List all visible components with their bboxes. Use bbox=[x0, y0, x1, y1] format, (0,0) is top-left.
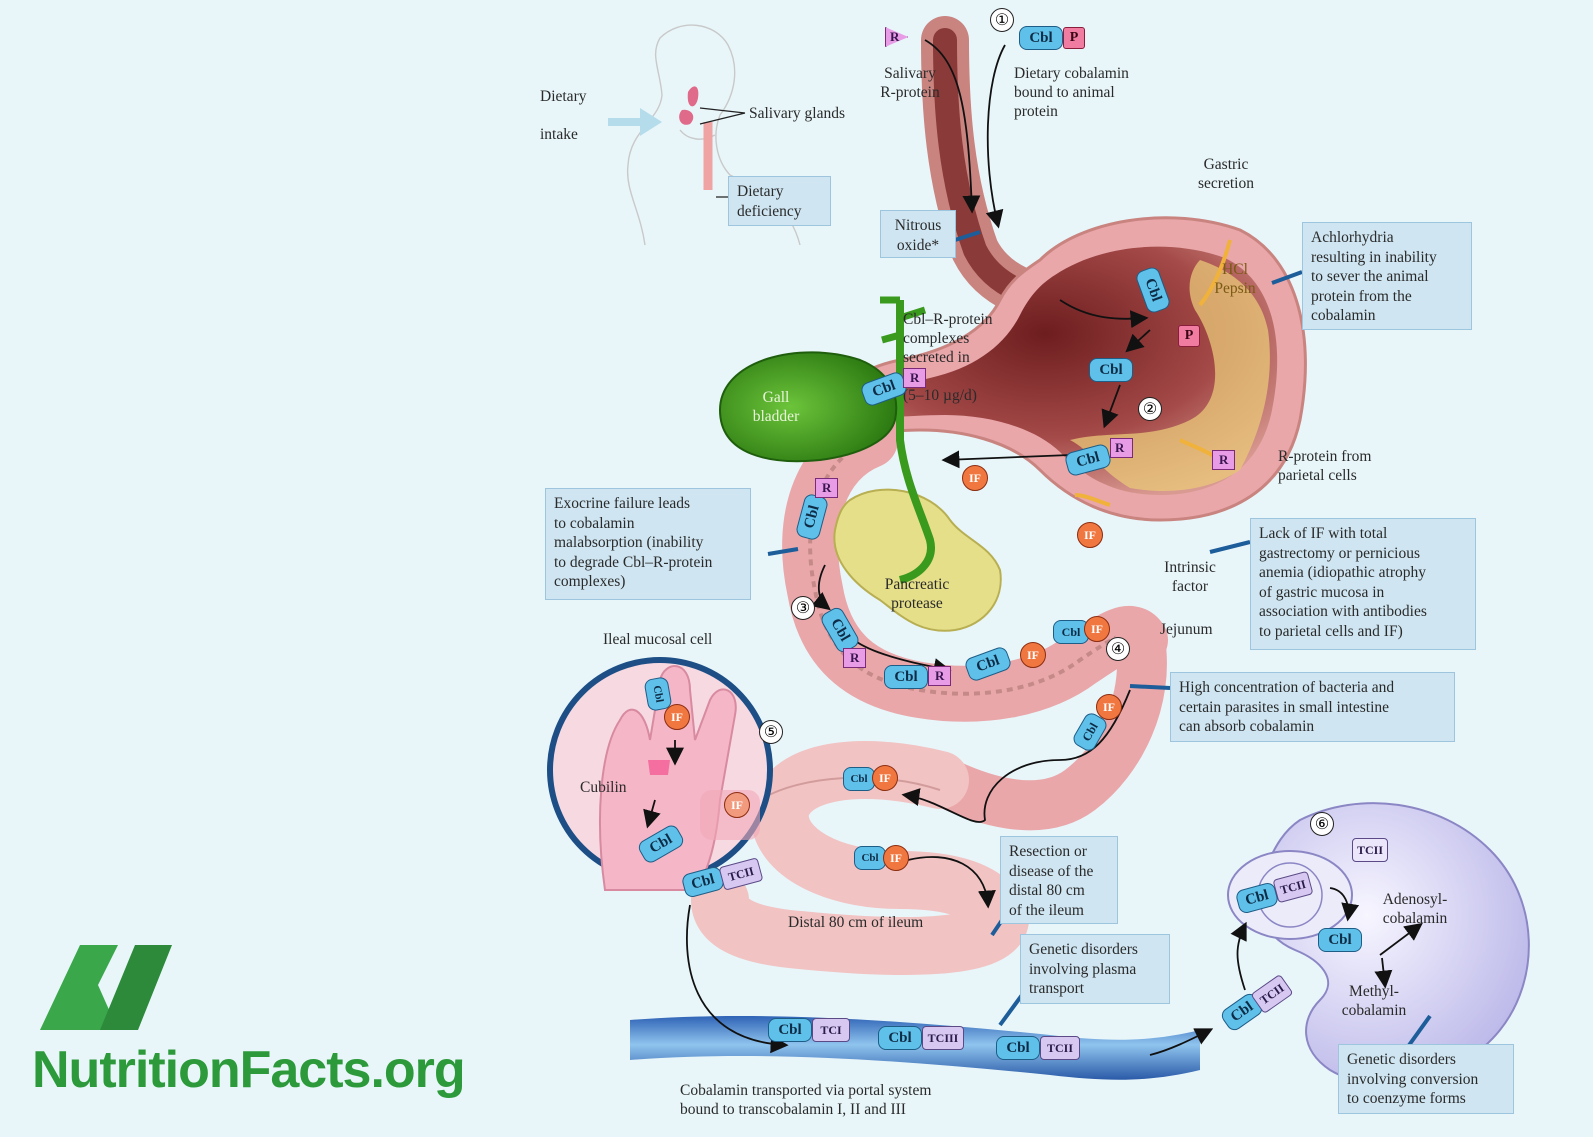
cbl-tag: Cbl bbox=[1318, 928, 1362, 952]
hcl-pepsin-label: HCl Pepsin bbox=[1202, 260, 1268, 298]
r-protein-tag: R bbox=[843, 648, 866, 668]
if-tag: IF bbox=[872, 765, 898, 791]
cell-6 bbox=[1258, 803, 1529, 1084]
salivary-glands-shape bbox=[679, 86, 698, 124]
high-concentration-box: High concentration of bacteria and certa… bbox=[1170, 672, 1455, 742]
genetic-conversion-box: Genetic disorders involving conversion t… bbox=[1338, 1044, 1514, 1114]
dietary-cobalamin-label: Dietary cobalamin bound to animal protei… bbox=[1014, 64, 1129, 121]
pepsin-tag: P bbox=[1178, 325, 1200, 347]
if-tag: IF bbox=[1096, 694, 1122, 720]
if-tag: IF bbox=[883, 845, 909, 871]
cbl-tag: Cbl bbox=[854, 846, 886, 870]
step-1-marker: ① bbox=[990, 8, 1014, 32]
gall-bladder-label: Gall bladder bbox=[745, 388, 807, 426]
pancreatic-protease-label: Pancreatic protease bbox=[874, 575, 960, 613]
if-tag: IF bbox=[1084, 616, 1110, 642]
step-2-marker: ② bbox=[1138, 397, 1162, 421]
salivary-rprotein-label: Salivary R-protein bbox=[868, 64, 952, 102]
tcii-tag: TCII bbox=[1040, 1036, 1080, 1060]
cbl-rprotein-complexes-label: Cbl–R-protein complexes secreted in bile… bbox=[903, 310, 993, 405]
r-protein-tag: R bbox=[928, 666, 951, 686]
intrinsic-factor-label: Intrinsic factor bbox=[1155, 558, 1225, 596]
ileal-mucosal-cell-label: Ileal mucosal cell bbox=[603, 630, 712, 649]
if-tag: IF bbox=[962, 465, 988, 491]
lack-of-if-box: Lack of IF with total gastrectomy or per… bbox=[1250, 518, 1476, 650]
if-tag: IF bbox=[724, 792, 750, 818]
dietary-intake-label: Dietary intake bbox=[540, 87, 586, 144]
dietary-deficiency-box: Dietary deficiency bbox=[728, 176, 831, 226]
pepsin-protein-tag: P bbox=[1063, 27, 1085, 49]
nutritionfacts-logo-text[interactable]: NutritionFacts.org bbox=[32, 1040, 465, 1100]
r-protein-tag: R bbox=[903, 368, 926, 388]
genetic-plasma-box: Genetic disorders involving plasma trans… bbox=[1020, 934, 1170, 1004]
exocrine-failure-box: Exocrine failure leads to cobalamin mala… bbox=[545, 488, 751, 600]
distal-ileum-label: Distal 80 cm of ileum bbox=[788, 913, 923, 932]
cbl-tag: Cbl bbox=[1089, 358, 1133, 382]
methyl-label: Methyl- cobalamin bbox=[1330, 982, 1418, 1020]
gastric-secretion-label: Gastric secretion bbox=[1184, 155, 1268, 193]
cbl-tag: Cbl bbox=[1019, 26, 1063, 50]
step-5-marker: ⑤ bbox=[759, 720, 783, 744]
resection-box: Resection or disease of the distal 80 cm… bbox=[1000, 836, 1118, 924]
logo-mark bbox=[40, 945, 172, 1030]
step-3-marker: ③ bbox=[791, 596, 815, 620]
step-6-marker: ⑥ bbox=[1310, 812, 1334, 836]
cbl-tag: Cbl bbox=[768, 1018, 812, 1042]
if-tag: IF bbox=[1077, 522, 1103, 548]
r-protein-tag: R bbox=[815, 478, 838, 498]
cubilin-label: Cubilin bbox=[580, 778, 627, 797]
tcii-tag: TCII bbox=[1352, 838, 1388, 862]
if-tag: IF bbox=[1020, 642, 1046, 668]
adenosyl-label: Adenosyl- cobalamin bbox=[1370, 890, 1460, 928]
if-tag: IF bbox=[664, 704, 690, 730]
tciii-tag: TCIII bbox=[922, 1026, 964, 1050]
nitrous-oxide-box: Nitrous oxide* bbox=[880, 210, 956, 258]
jejunum-label: Jejunum bbox=[1160, 620, 1213, 639]
r-protein-tag: R bbox=[1110, 438, 1133, 458]
achlorhydria-box: Achlorhydria resulting in inability to s… bbox=[1302, 222, 1472, 330]
r-protein-tag: R bbox=[1212, 450, 1235, 470]
cbl-tag: Cbl bbox=[843, 767, 875, 791]
cbl-tag: Cbl bbox=[878, 1026, 922, 1050]
tci-tag: TCI bbox=[812, 1018, 850, 1042]
rprotein-parietal-label: R-protein from parietal cells bbox=[1278, 447, 1371, 485]
salivary-glands-label: Salivary glands bbox=[749, 104, 845, 123]
portal-transport-label: Cobalamin transported via portal system … bbox=[680, 1081, 931, 1119]
dietary-intake-arrow bbox=[608, 108, 662, 136]
cbl-tag: Cbl bbox=[884, 665, 928, 689]
cbl-tag: Cbl bbox=[996, 1036, 1040, 1060]
step-4-marker: ④ bbox=[1106, 637, 1130, 661]
